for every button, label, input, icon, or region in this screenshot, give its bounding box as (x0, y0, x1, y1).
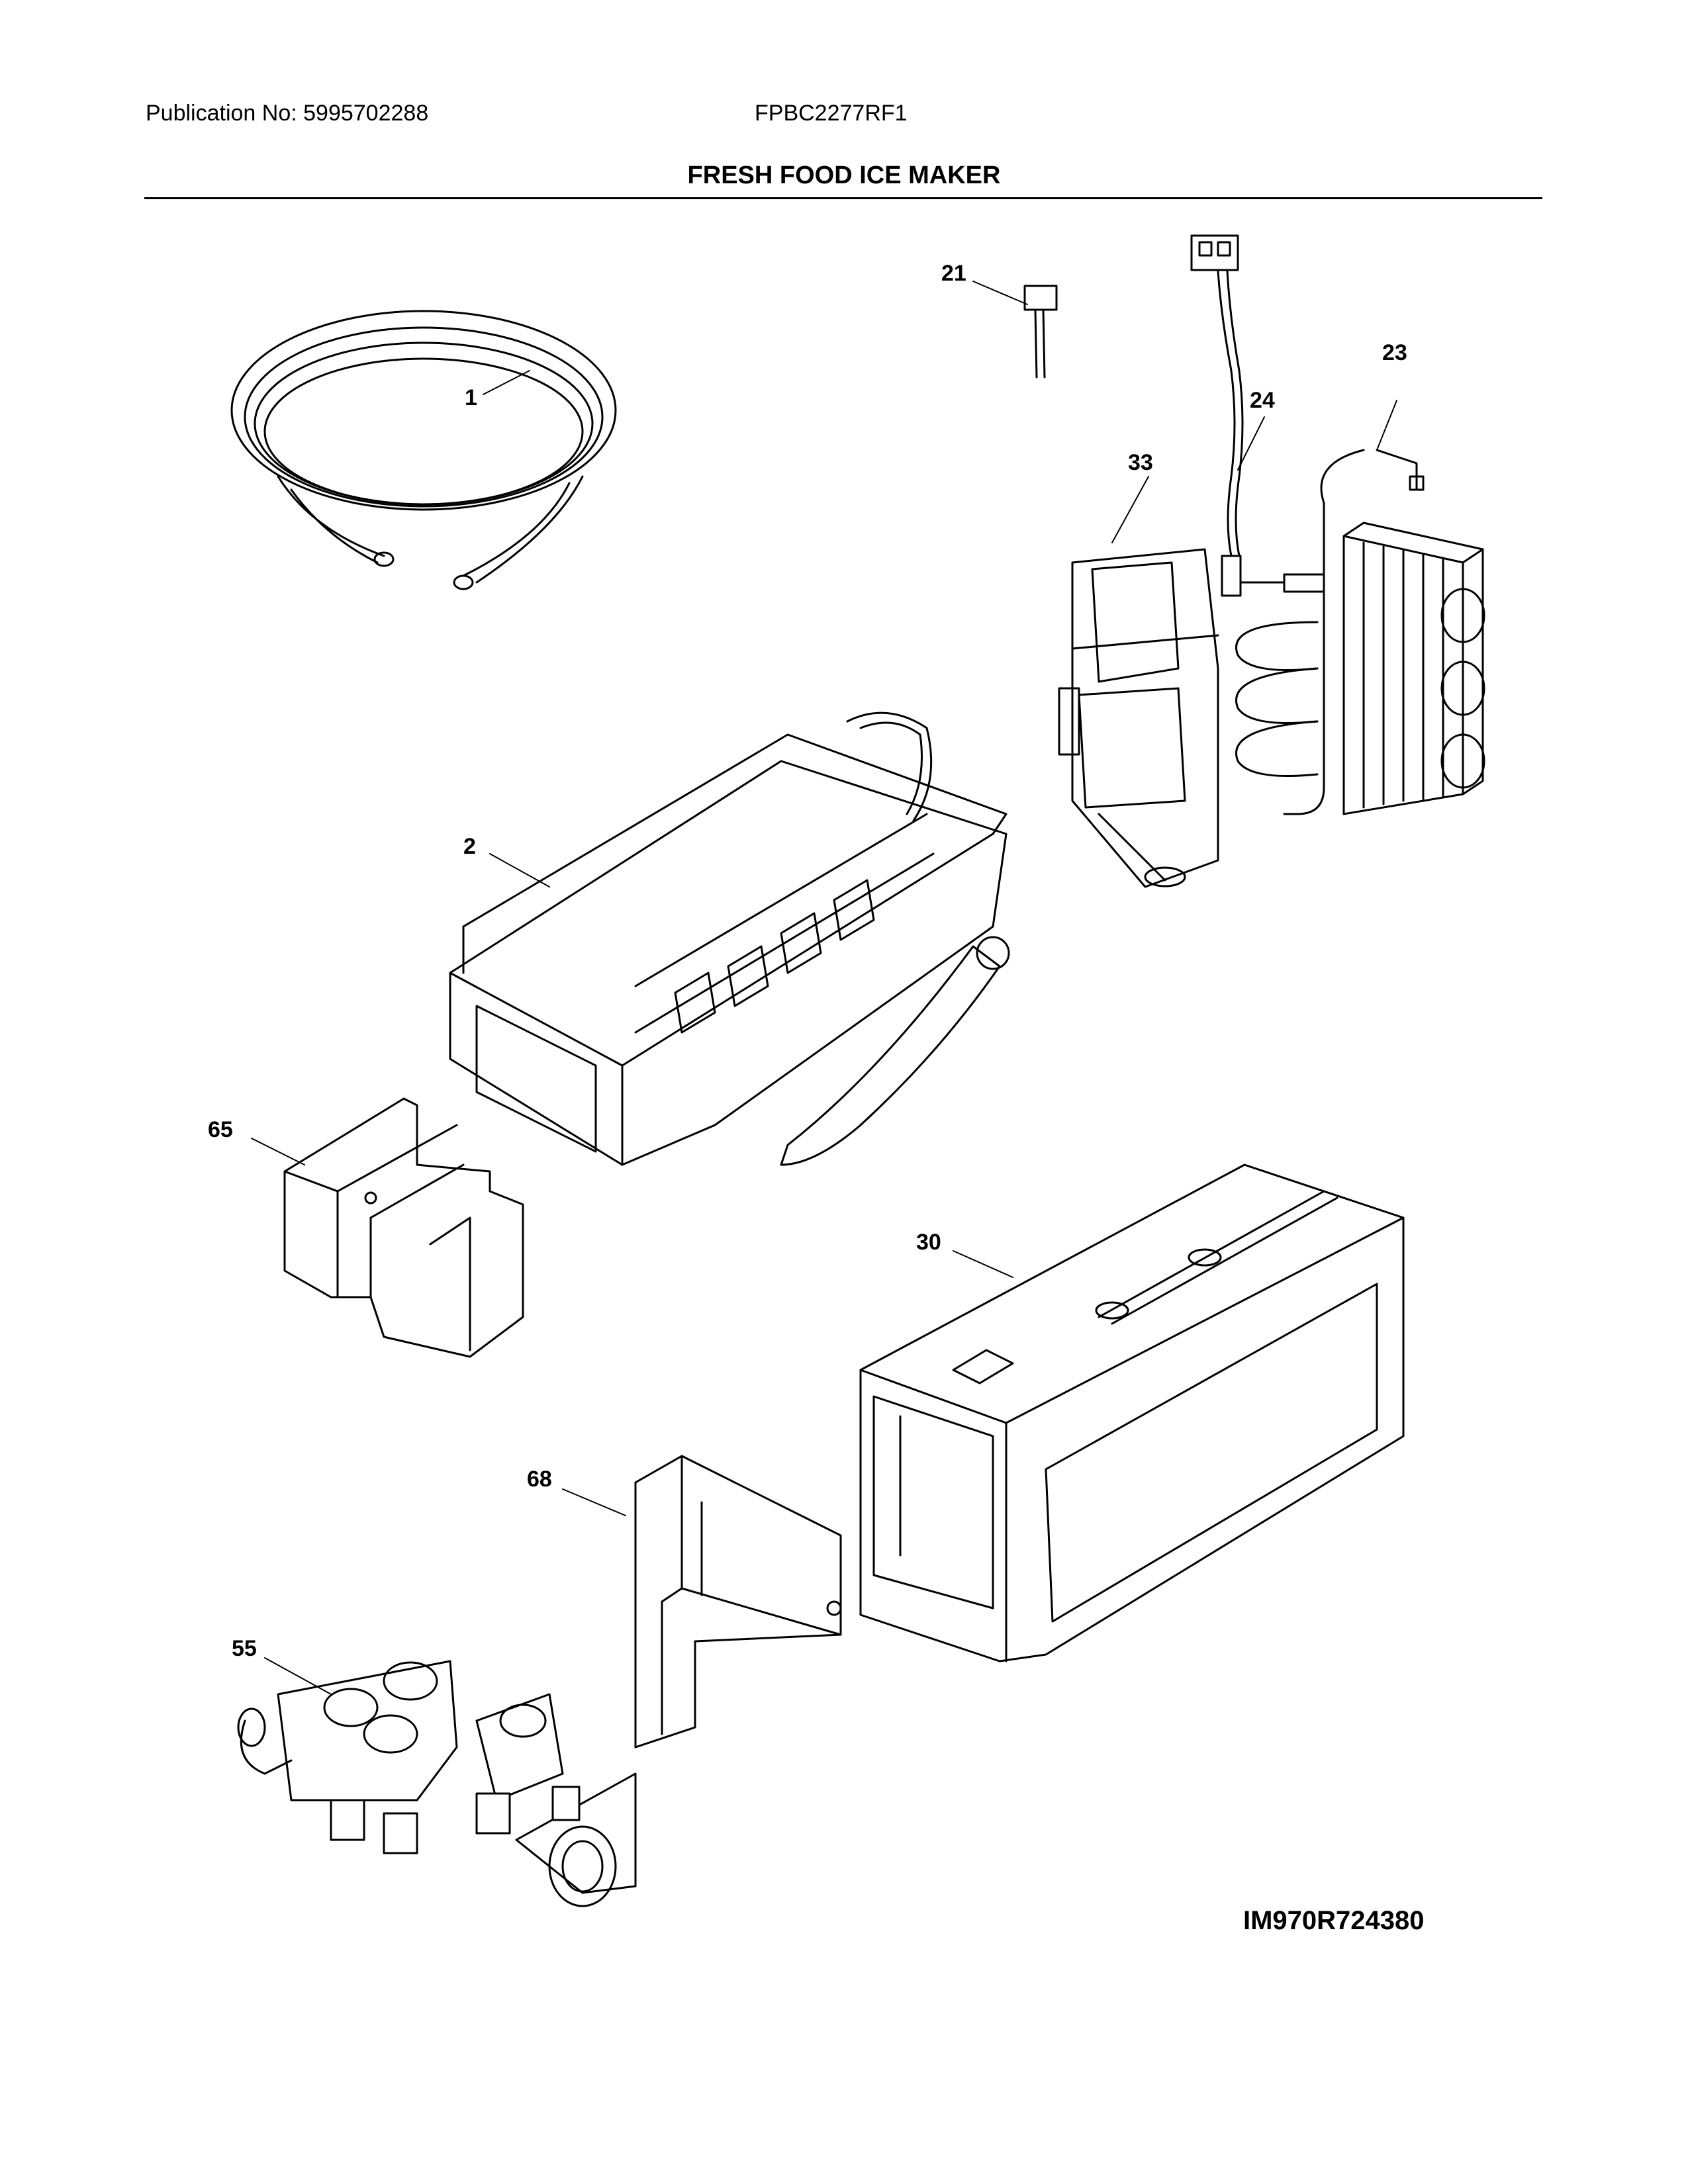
callout-24: 24 (1250, 388, 1275, 413)
title-divider (144, 197, 1542, 199)
callout-21: 21 (941, 261, 966, 286)
leader-lines (251, 281, 1397, 1695)
callout-2: 2 (463, 834, 476, 859)
part-23-evaporator[interactable] (1235, 449, 1485, 815)
callout-1: 1 (465, 385, 477, 410)
page-title: FRESH FOOD ICE MAKER (687, 161, 1001, 189)
part-1-water-tube[interactable] (230, 310, 617, 590)
publication-number: Publication No: 5995702288 (146, 101, 429, 126)
part-68-chute-cover[interactable] (634, 1455, 842, 1749)
part-30-ice-bin[interactable] (859, 1163, 1405, 1662)
callout-33: 33 (1128, 450, 1153, 475)
callout-55: 55 (232, 1636, 257, 1661)
callout-30: 30 (916, 1230, 941, 1255)
part-55-water-valve[interactable] (237, 1660, 637, 1907)
part-2-ice-maker-assembly[interactable] (449, 711, 1010, 1166)
model-number: FPBC2277RF1 (755, 101, 908, 126)
part-33-housing[interactable] (1058, 548, 1219, 888)
diagram-code: IM970R724380 (1243, 1906, 1425, 1935)
part-65-bracket[interactable] (283, 1097, 524, 1358)
callout-23: 23 (1382, 340, 1407, 365)
callout-65: 65 (208, 1117, 233, 1142)
callout-68: 68 (527, 1467, 552, 1492)
part-24-wire-harness[interactable] (1190, 234, 1325, 597)
part-21-connector[interactable] (1023, 285, 1058, 379)
